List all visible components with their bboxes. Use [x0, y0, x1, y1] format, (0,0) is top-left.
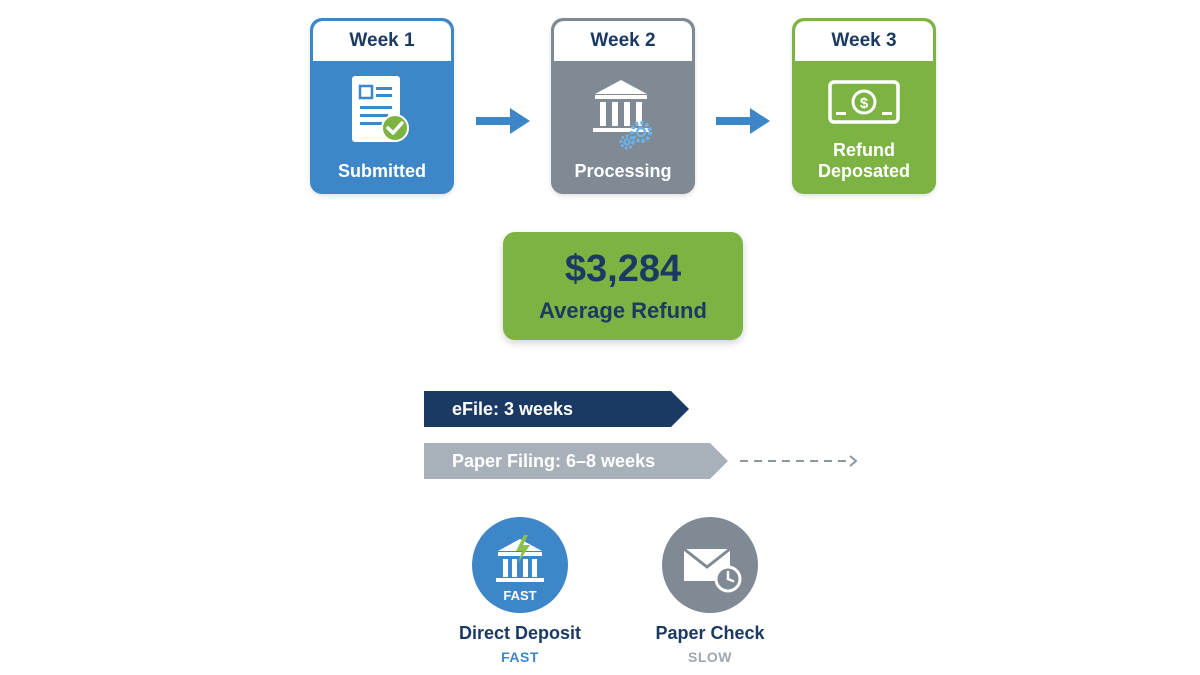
step-card-week-3: Week 3 $ Refund Deposated — [792, 18, 936, 194]
fast-badge: FAST — [503, 588, 536, 603]
envelope-clock-icon — [662, 517, 758, 613]
step-label: Processing — [574, 161, 672, 181]
step-week-label: Week 3 — [795, 21, 933, 61]
refund-amount: $3,284 — [564, 248, 682, 290]
average-refund-card: $3,284 Average Refund — [503, 232, 743, 340]
refund-label: Average Refund — [539, 298, 707, 323]
money-bill-icon: $ — [792, 78, 936, 160]
svg-text:$: $ — [860, 95, 869, 112]
document-check-icon — [310, 76, 454, 158]
step-week-label: Week 2 — [554, 21, 692, 61]
step-label: Refund Deposated — [817, 140, 911, 181]
efile-bar: eFile: 3 weeks — [424, 391, 689, 427]
step-label: Submitted — [338, 161, 426, 181]
arrow-right-icon — [716, 108, 770, 134]
method-direct-deposit: FAST Direct Deposit FAST — [425, 517, 615, 665]
method-speed: SLOW — [688, 649, 732, 665]
step-week-label: Week 1 — [313, 21, 451, 61]
method-name: Paper Check — [655, 623, 765, 643]
method-speed: FAST — [501, 649, 539, 665]
dashed-arrow-icon — [740, 455, 858, 467]
paper-filing-label: Paper Filing: 6–8 weeks — [452, 450, 656, 471]
efile-label: eFile: 3 weeks — [452, 398, 574, 419]
arrow-right-icon — [476, 108, 530, 134]
paper-filing-bar: Paper Filing: 6–8 weeks — [424, 443, 728, 479]
step-card-week-1: Week 1 Submitted — [310, 18, 454, 194]
method-name: Direct Deposit — [458, 623, 582, 643]
method-paper-check: Paper Check SLOW — [615, 517, 805, 665]
bank-lightning-icon: FAST — [472, 517, 568, 613]
bank-gears-icon — [551, 76, 695, 158]
step-card-week-2: Week 2 Processing — [551, 18, 695, 194]
